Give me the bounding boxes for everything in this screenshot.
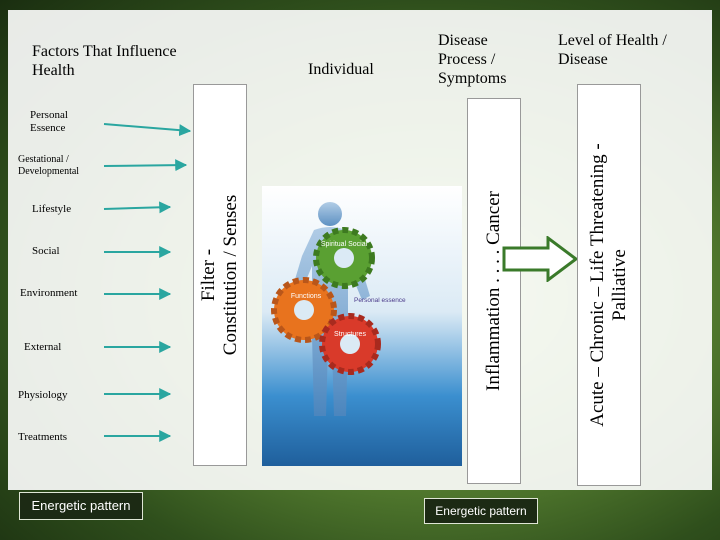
gear-label-personal-essence: Personal essence (354, 297, 406, 304)
individual-heading: Individual (308, 61, 374, 78)
arrow-personal-essence (103, 123, 192, 137)
factor-social: Social (32, 245, 60, 257)
disease-process-heading: Disease Process / Symptoms (438, 32, 507, 87)
filter-label: Filter - Constitution / Senses (198, 194, 241, 356)
factor-treatments: Treatments (18, 431, 68, 443)
filter-box: Filter - Constitution / Senses (193, 84, 247, 466)
factor-physiology: Physiology (18, 389, 68, 401)
factors-title: Factors That Influence Health (32, 43, 177, 79)
factor-personal-essence: Personal Essence (30, 109, 68, 134)
energetic-pattern-left: Energetic pattern (19, 492, 143, 520)
inflammation-label: Inflammation . . . . Cancer (483, 191, 504, 391)
factor-lifestyle: Lifestyle (32, 203, 72, 215)
gear-spiritual-social: Spiritual Social (313, 227, 375, 289)
energetic-pattern-right: Energetic pattern (424, 498, 538, 524)
factor-gestational: Gestational / Developmental (18, 154, 80, 177)
level-box: Acute – Chronic – Life Threatening - Pal… (577, 84, 641, 486)
factor-external: External (24, 341, 62, 353)
factor-environment: Environment (20, 287, 78, 299)
gear-label-structures: Structures (334, 331, 366, 338)
level-label: Acute – Chronic – Life Threatening - Pal… (587, 143, 630, 427)
level-heading: Level of Health / Disease (558, 32, 667, 68)
inflammation-box: Inflammation . . . . Cancer (467, 98, 521, 484)
gear-structures: Structures (319, 313, 381, 375)
gear-label-spiritual-social: Spiritual Social (321, 241, 368, 248)
progression-arrow (502, 236, 578, 282)
arrow-gestational (103, 159, 188, 172)
arrow-lifestyle (103, 201, 172, 214)
body-illustration: Spiritual Social Functions Personal esse… (262, 186, 462, 466)
gear-functions: Functions (271, 277, 337, 343)
gear-label-functions: Functions (291, 293, 322, 300)
